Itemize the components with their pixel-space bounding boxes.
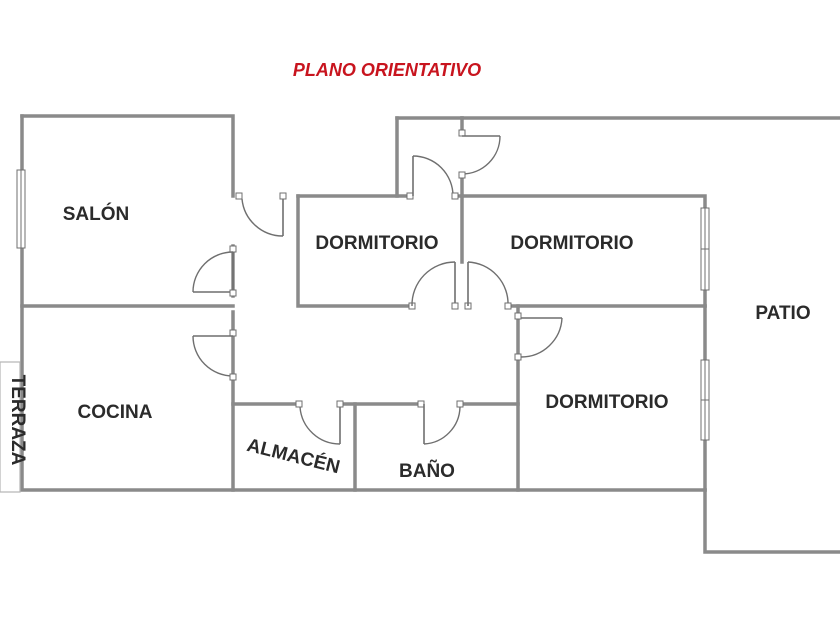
room-label-patio: PATIO bbox=[755, 303, 810, 324]
room-label-salon: SALÓN bbox=[63, 203, 130, 225]
room-label-dormitorio-1: DORMITORIO bbox=[315, 233, 438, 254]
walls bbox=[20, 114, 840, 554]
windows bbox=[16, 169, 710, 441]
room-label-dormitorio-2: DORMITORIO bbox=[510, 233, 633, 254]
room-label-dormitorio-3: DORMITORIO bbox=[545, 392, 668, 413]
room-label-terraza: TERRAZA bbox=[7, 375, 28, 466]
doors bbox=[192, 129, 563, 445]
terraza-strip bbox=[0, 361, 21, 493]
plan-title: PLANO ORIENTATIVO bbox=[293, 60, 481, 80]
room-label-cocina: COCINA bbox=[78, 402, 153, 423]
room-label-bano: BAÑO bbox=[399, 460, 455, 482]
room-label-almacen: ALMACÉN bbox=[245, 434, 343, 478]
